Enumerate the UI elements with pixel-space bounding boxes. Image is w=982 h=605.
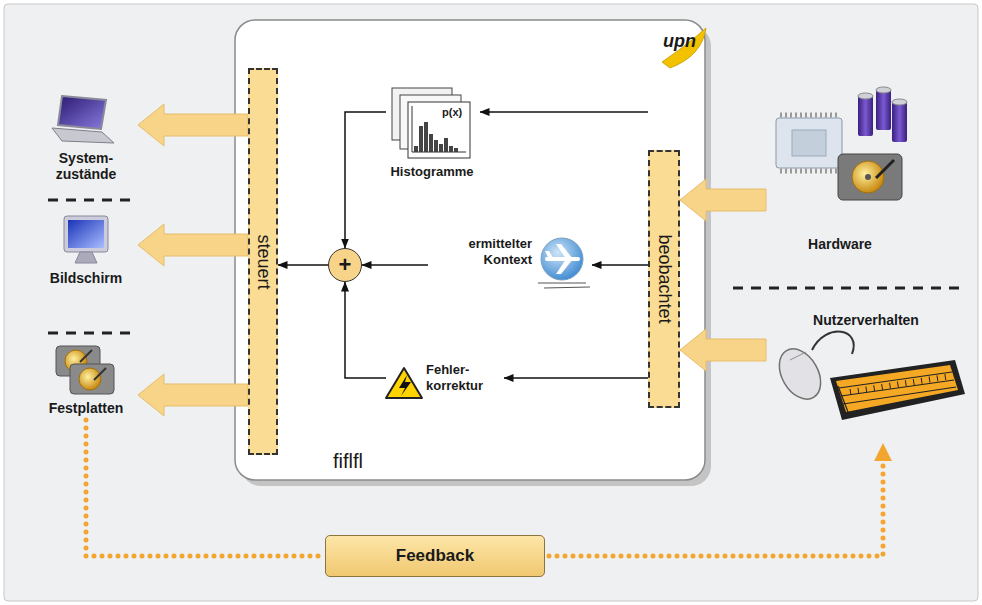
plane-icon — [538, 238, 590, 288]
node-text: Feedback — [396, 546, 474, 566]
histogram-icon — [392, 88, 470, 158]
signal-arrow — [345, 282, 386, 378]
signal-arrow — [480, 111, 648, 113]
node-text: steuert — [253, 234, 274, 289]
node-text: Fehler- korrektur — [426, 362, 502, 394]
context-node: ermittelter Kontext — [428, 236, 590, 268]
node-text: beobachtet — [654, 234, 675, 323]
background-panel — [4, 4, 978, 601]
separator-lines — [48, 200, 962, 333]
system-box — [235, 20, 705, 480]
signal-arrow — [504, 377, 648, 379]
sum-circle: + — [328, 248, 362, 282]
signal-arrow — [345, 112, 386, 248]
signal-arrow — [592, 264, 648, 266]
control-band: steuert — [248, 68, 278, 455]
histogram-node: p(x) Histogramme — [386, 86, 478, 179]
block-arrow — [138, 104, 248, 146]
feedback-line — [549, 444, 883, 556]
node-text: p(x) — [442, 106, 462, 118]
system-box: fiflfl steuert beobachtet + p(x) Histogramme e… — [235, 20, 705, 480]
node-text: Hardware — [770, 236, 910, 252]
signal-arrow — [278, 264, 328, 266]
upn-logo — [662, 28, 706, 68]
block-arrow — [138, 224, 248, 266]
mouse-keyboard-icon — [771, 332, 965, 420]
monitor-icon — [64, 216, 108, 263]
block-arrow — [138, 374, 248, 416]
output-node: Bildschirm — [40, 212, 132, 286]
feedback-line — [86, 420, 321, 556]
harddisk-icon — [56, 346, 114, 394]
warning-icon — [386, 368, 422, 398]
node-text: Histogramme — [386, 164, 478, 179]
error-correction-node: Fehler- korrektur — [386, 362, 502, 394]
block-arrow — [680, 329, 766, 371]
feedback-box: Feedback — [325, 535, 545, 577]
node-text: fiflfl — [333, 450, 363, 473]
node-text: + — [329, 249, 361, 280]
hardware-icon — [776, 87, 907, 200]
node-text: System- zustände — [40, 150, 132, 182]
input-node: Hardware — [770, 86, 910, 252]
output-node: System- zustände — [40, 92, 132, 182]
output-node: Festplatten — [40, 342, 132, 416]
node-text: Nutzerverhalten — [770, 312, 962, 328]
laptop-icon — [52, 96, 114, 143]
node-text: ermittelter Kontext — [428, 236, 532, 268]
block-arrow — [680, 179, 766, 221]
logo-text: upn — [663, 31, 696, 52]
input-node: Nutzerverhalten — [770, 312, 962, 436]
node-text: Festplatten — [40, 400, 132, 416]
observe-band: beobachtet — [648, 150, 680, 408]
node-text: Bildschirm — [40, 270, 132, 286]
signal-arrow — [362, 264, 428, 266]
